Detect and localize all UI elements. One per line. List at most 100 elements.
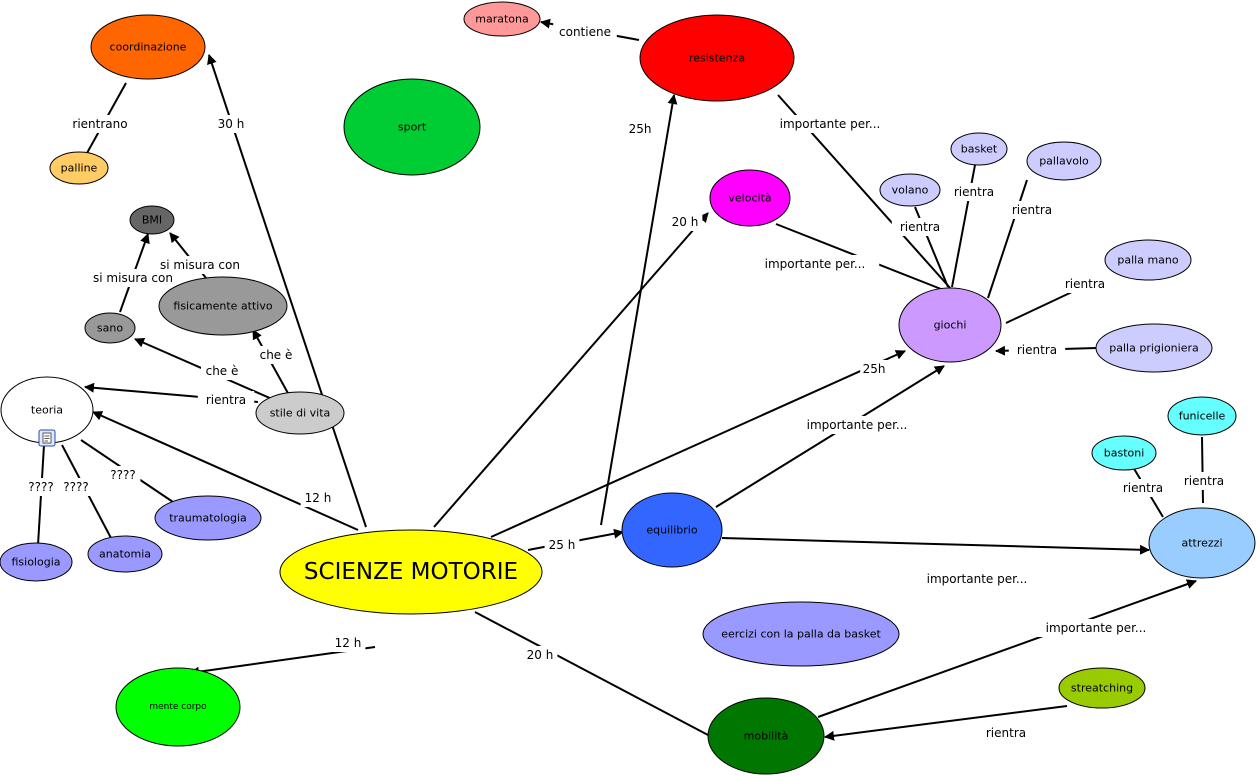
link-label: rientrano: [72, 117, 127, 131]
concept-node-pallamano[interactable]: palla mano: [1104, 239, 1192, 281]
concept-shape: [87, 535, 163, 573]
link-label-background: [255, 346, 297, 364]
link-line: [474, 611, 709, 736]
concept-node-fisiologia[interactable]: fisiologia: [0, 542, 73, 582]
concept-label: teoria: [31, 404, 63, 417]
link-label-background: [626, 120, 654, 138]
concept-node-eercizi[interactable]: eercizi con la palla da basket: [702, 601, 900, 667]
concept-node-palline[interactable]: palline: [49, 151, 109, 185]
document-icon[interactable]: [38, 429, 56, 447]
link-label: rientra: [1012, 203, 1052, 217]
concept-label: attrezzi: [1181, 537, 1222, 550]
concept-shape: [1167, 396, 1237, 436]
concept-label: giochi: [934, 319, 967, 332]
link-label-background: [667, 213, 703, 231]
link-line: [715, 365, 945, 508]
concept-shape: [279, 529, 543, 615]
concept-node-resistenza[interactable]: resistenza: [639, 14, 795, 102]
concept-node-coordinazione[interactable]: coordinazione: [90, 14, 206, 80]
concept-node-bmi[interactable]: BMI: [129, 205, 175, 235]
concept-node-pallaprig[interactable]: palla prigioniera: [1095, 323, 1213, 373]
concept-node-basket[interactable]: basket: [950, 132, 1008, 166]
link-label: importante per...: [765, 257, 866, 271]
link-label: 25h: [629, 122, 652, 136]
concept-label: palla mano: [1117, 254, 1179, 267]
concept-shape: [709, 169, 791, 227]
concept-shape: [129, 205, 175, 235]
link-label: importante per...: [927, 572, 1028, 586]
link-line: [207, 54, 367, 528]
concept-node-velocita[interactable]: velocità: [709, 169, 791, 227]
link-label-background: [1003, 201, 1061, 219]
concept-node-stile[interactable]: stile di vita: [255, 391, 345, 435]
link-label: 25h: [863, 362, 886, 376]
concept-label: palla prigioniera: [1109, 342, 1198, 355]
link-label: rientra: [1017, 343, 1057, 357]
concept-node-maratona[interactable]: maratona: [463, 1, 541, 37]
concept-label: mobilità: [744, 730, 789, 743]
link-label-background: [1175, 472, 1233, 490]
concept-shape: [1026, 141, 1102, 181]
link-label: rientra: [206, 393, 246, 407]
concept-shape: [879, 173, 941, 207]
concept-shape: [463, 1, 541, 37]
link-label: importante per...: [1046, 621, 1147, 635]
concept-node-mente[interactable]: mente corpo: [115, 667, 241, 747]
link-label-background: [522, 646, 558, 664]
link-label-background: [792, 416, 922, 434]
link-line: [92, 411, 359, 531]
concept-shape: [343, 78, 481, 176]
concept-node-attrezzi[interactable]: attrezzi: [1148, 507, 1256, 579]
concept-shape: [898, 287, 1002, 363]
concept-shape: [621, 492, 723, 568]
concept-shape: [115, 667, 241, 747]
concept-label: fisicamente attivo: [173, 300, 272, 313]
link-label-background: [201, 362, 243, 380]
link-line: [1201, 436, 1204, 504]
link-label-background: [977, 724, 1035, 742]
link-label: rientra: [1184, 474, 1224, 488]
link-label-background: [58, 478, 94, 496]
concept-node-traumatologia[interactable]: traumatologia: [154, 495, 262, 541]
concept-shape: [1058, 667, 1146, 709]
concept-node-sano[interactable]: sano: [84, 312, 136, 344]
link-line: [433, 212, 709, 528]
concept-node-mobilita[interactable]: mobilità: [707, 697, 825, 775]
link-label-background: [553, 23, 617, 41]
concept-shape: [84, 312, 136, 344]
concept-node-scienze[interactable]: SCIENZE MOTORIE: [279, 529, 543, 615]
link-label: importante per...: [807, 418, 908, 432]
link-label: ????: [63, 480, 88, 494]
concept-node-bastoni[interactable]: bastoni: [1091, 435, 1157, 471]
concept-node-anatomia[interactable]: anatomia: [87, 535, 163, 573]
concept-label: coordinazione: [110, 41, 187, 54]
concept-node-pallavolo[interactable]: pallavolo: [1026, 141, 1102, 181]
link-label: rientra: [986, 726, 1026, 740]
concept-label: bastoni: [1104, 447, 1145, 460]
link-label-background: [1031, 619, 1161, 637]
concept-node-teoria[interactable]: teoria: [0, 376, 94, 444]
link-label-background: [860, 360, 888, 378]
link-label: 20 h: [672, 215, 699, 229]
concept-node-streatching[interactable]: streatching: [1058, 667, 1146, 709]
concept-shape: [639, 14, 795, 102]
concept-node-fisicamente[interactable]: fisicamente attivo: [158, 276, 288, 336]
link-label-background: [197, 391, 255, 409]
concept-shape: [1104, 239, 1192, 281]
concept-label: sano: [97, 322, 123, 335]
concept-label: SCIENZE MOTORIE: [304, 559, 518, 585]
link-label: ????: [28, 480, 53, 494]
concept-node-volano[interactable]: volano: [879, 173, 941, 207]
link-label-background: [765, 115, 895, 133]
concept-node-funicelle[interactable]: funicelle: [1167, 396, 1237, 436]
concept-node-sport[interactable]: sport: [343, 78, 481, 176]
link-label-background: [1056, 275, 1114, 293]
link-line: [817, 579, 1197, 718]
concept-shape: [950, 132, 1008, 166]
link-label-background: [750, 255, 880, 273]
concept-shape: [1148, 507, 1256, 579]
concept-node-equilibrio[interactable]: equilibrio: [621, 492, 723, 568]
concept-shape: [49, 151, 109, 185]
concept-node-giochi[interactable]: giochi: [898, 287, 1002, 363]
